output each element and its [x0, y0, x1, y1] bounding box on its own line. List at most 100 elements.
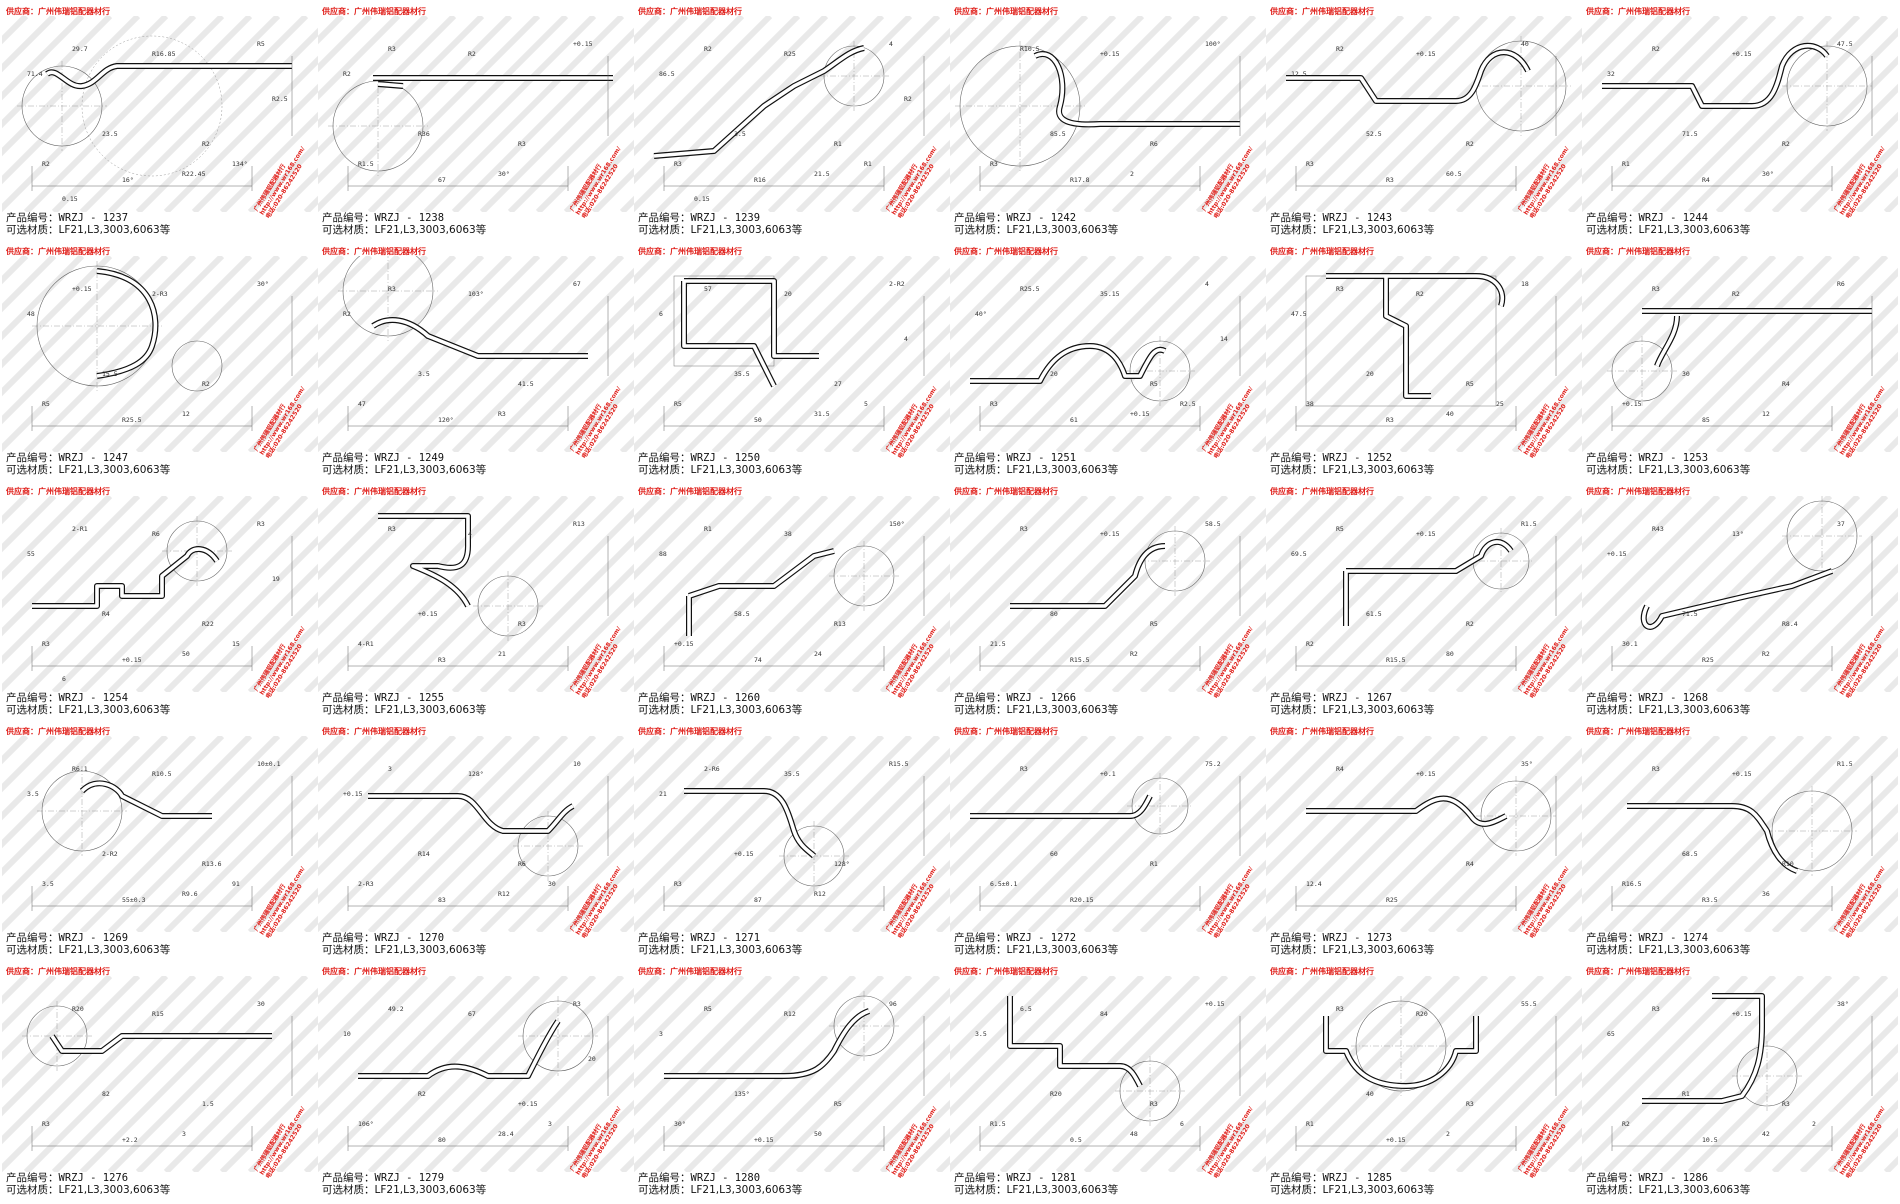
dimension-label: R1: [1622, 160, 1630, 168]
dimension-label: 67: [468, 1010, 476, 1018]
angle-arc: [81, 35, 223, 177]
code-prefix: 产品编号：: [638, 452, 691, 464]
dimension-label: R2: [1782, 140, 1790, 148]
dimension-label: R9.6: [182, 890, 198, 898]
profile-core: [1602, 43, 1829, 108]
dimension-label: R6: [518, 860, 526, 868]
dimension-label: 3.5: [42, 880, 54, 888]
dimension-label: 6: [659, 310, 663, 318]
dimension-label: 88: [659, 550, 667, 558]
dimension-label: R2: [1652, 45, 1660, 53]
dimension-label: 57: [704, 285, 712, 293]
dimension-label: 55: [27, 550, 35, 558]
material-label: 可选材质：LF21,L3,3003,6063等: [638, 1184, 803, 1196]
dimension-label: +0.15: [343, 790, 363, 798]
dimension-label: 3.5: [975, 1030, 987, 1038]
material-label: 可选材质：LF21,L3,3003,6063等: [954, 224, 1119, 236]
dimension-label: R15.5: [889, 760, 909, 768]
product-code: WRZJ - 1260: [690, 692, 761, 704]
code-prefix: 产品编号：: [322, 1172, 375, 1184]
profile-core: [45, 64, 292, 88]
code-prefix: 产品编号：: [1586, 692, 1639, 704]
dimension-label: 15.5: [102, 370, 118, 378]
dimension-label: 3.5: [27, 790, 39, 798]
dimension-label: R22.45: [182, 170, 206, 178]
supplier-label: 供应商：广州伟瑞铝配器材行: [1586, 727, 1690, 736]
dimension-label: 38: [784, 530, 792, 538]
dimension-label: +0.15: [1100, 530, 1120, 538]
dimension-label: 80: [1446, 650, 1454, 658]
product-code: WRZJ - 1266: [1006, 692, 1077, 704]
material-label: 可选材质：LF21,L3,3003,6063等: [1270, 1184, 1435, 1196]
dimension-label: 2: [1130, 170, 1134, 178]
dimension-label: R3: [1306, 160, 1314, 168]
dimension-label: 65: [1607, 1030, 1615, 1038]
material-label: 可选材质：LF21,L3,3003,6063等: [322, 464, 487, 476]
dimension-label: R5: [1150, 380, 1158, 388]
profile-core: [1010, 544, 1166, 608]
dimension-label: 3.5: [418, 370, 430, 378]
dimension-label: 20: [588, 1055, 596, 1063]
profile-core: [1344, 540, 1513, 626]
profile-core: [1008, 996, 1142, 1087]
dimension-label: 30: [1682, 370, 1690, 378]
dimension-label: R3: [1386, 416, 1394, 424]
dimension-label: 47.5: [1291, 310, 1307, 318]
dimension-label: 120°: [438, 416, 454, 424]
dimension-label: 37: [1837, 520, 1845, 528]
dimension-label: 52.5: [1366, 130, 1382, 138]
dimension-label: 21: [659, 790, 667, 798]
dimension-label: 13°: [1732, 530, 1744, 538]
dimension-label: R10.5: [152, 770, 172, 778]
dimension-label: R3: [573, 1000, 581, 1008]
dimension-label: R17.8: [1070, 176, 1090, 184]
dimension-label: 128°: [468, 770, 484, 778]
dimension-label: R1.5: [1837, 760, 1853, 768]
material-label: 可选材质：LF21,L3,3003,6063等: [6, 1184, 171, 1196]
dimension-label: R3: [674, 160, 682, 168]
dimension-label: R2: [468, 50, 476, 58]
material-label: 可选材质：LF21,L3,3003,6063等: [1270, 944, 1435, 956]
dimension-label: 16°: [122, 176, 134, 184]
dimension-label: 83: [438, 896, 446, 904]
supplier-label: 供应商：广州伟瑞铝配器材行: [954, 247, 1058, 256]
profile-core: [372, 318, 588, 358]
dimension-label: R4: [1466, 860, 1474, 868]
dimension-label: R2: [1416, 290, 1424, 298]
dimension-label: 103°: [468, 290, 484, 298]
product-code: WRZJ - 1271: [690, 932, 761, 944]
dimension-label: R16.85: [152, 50, 176, 58]
material-label: 可选材质：LF21,L3,3003,6063等: [6, 224, 171, 236]
code-prefix: 产品编号：: [322, 212, 375, 224]
material-label: 可选材质：LF21,L3,3003,6063等: [954, 704, 1119, 716]
dimension-label: R4: [1702, 176, 1710, 184]
code-prefix: 产品编号：: [954, 452, 1007, 464]
dimension-label: R5: [704, 1005, 712, 1013]
product-code: WRZJ - 1255: [374, 692, 445, 704]
dimension-label: R3: [1336, 1005, 1344, 1013]
product-code: WRZJ - 1247: [58, 452, 129, 464]
dimension-label: 12.4: [1306, 880, 1322, 888]
product-code: WRZJ - 1268: [1638, 692, 1709, 704]
